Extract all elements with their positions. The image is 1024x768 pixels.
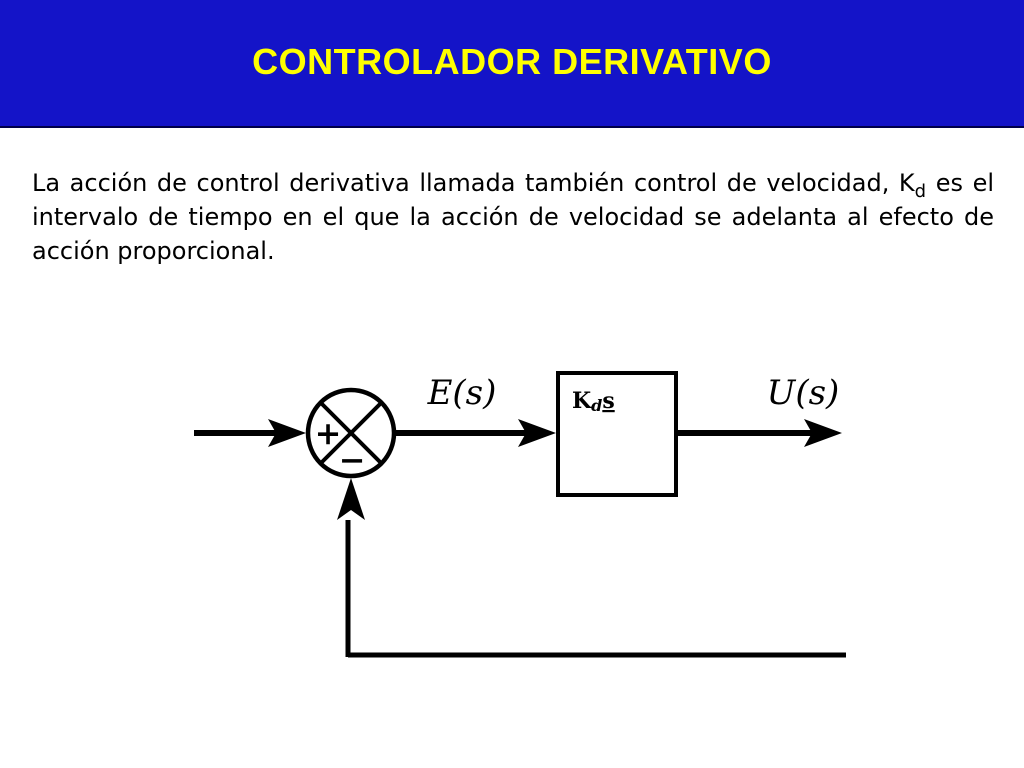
feedback-path bbox=[337, 478, 846, 658]
paragraph-text-1: La acción de control derivativa llamada … bbox=[32, 169, 915, 197]
error-arrow bbox=[394, 419, 556, 447]
block-transfer-function: Kds bbox=[572, 388, 615, 415]
title-banner: CONTROLADOR DERIVATIVO bbox=[0, 0, 1024, 128]
plus-sign: + bbox=[315, 414, 342, 452]
paragraph-subscript: d bbox=[914, 181, 927, 202]
error-signal-label: E(s) bbox=[427, 373, 497, 413]
minus-sign: − bbox=[339, 441, 366, 479]
output-arrow bbox=[676, 419, 842, 447]
input-arrow bbox=[194, 419, 306, 447]
block-gain-subscript: d bbox=[591, 396, 602, 415]
page-title: CONTROLADOR DERIVATIVO bbox=[252, 41, 772, 82]
summing-junction: + − bbox=[305, 387, 397, 479]
output-signal-label: U(s) bbox=[767, 373, 840, 413]
controller-block: Kds bbox=[556, 371, 678, 497]
block-variable: s bbox=[602, 388, 614, 414]
paragraph-text-2: es el intervalo de tiempo en el que la a… bbox=[32, 169, 994, 265]
block-gain: K bbox=[572, 388, 592, 414]
description-paragraph: La acción de control derivativa llamada … bbox=[32, 166, 994, 268]
